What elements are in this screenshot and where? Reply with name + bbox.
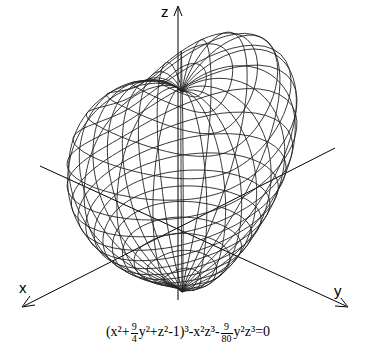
- equation-part: y²z³=0: [234, 324, 271, 339]
- equation-part: 4: [131, 334, 138, 345]
- heart-wireframe: [67, 32, 297, 292]
- meridian-line: [182, 91, 242, 292]
- meridian-line: [84, 85, 182, 292]
- equation-part: 80: [221, 334, 233, 345]
- y-arrowhead: [335, 297, 348, 307]
- equation-part: 9: [221, 322, 233, 334]
- meridian-line: [182, 49, 296, 292]
- meridian-line: [182, 90, 257, 292]
- equation-part: (x²+: [106, 324, 130, 339]
- z-arrowhead: [174, 6, 182, 16]
- meridian-line: [182, 40, 211, 292]
- equation-part: y²+z²-1)³-x²z³-: [139, 324, 220, 339]
- equation-part: 9: [131, 322, 138, 334]
- fraction: 94: [131, 322, 138, 344]
- axes: [22, 6, 348, 307]
- meridian-line: [93, 80, 182, 292]
- latitude-line: [86, 153, 278, 261]
- meridian-line: [117, 87, 182, 292]
- meridian-line: [157, 62, 182, 292]
- x-arrowhead: [22, 296, 35, 307]
- fraction: 980: [221, 322, 233, 344]
- axis-label: x: [18, 280, 28, 295]
- meridian-line: [122, 78, 182, 292]
- meridian-line: [107, 80, 182, 292]
- axis-label: y: [333, 283, 343, 298]
- meridian-line: [69, 81, 182, 292]
- meridian-line: [182, 35, 280, 292]
- equation: (x²+94y²+z²-1)³-x²z³-980y²z³=0: [0, 322, 376, 344]
- meridian-line: [68, 83, 182, 292]
- meridian-line: [182, 32, 247, 292]
- meridian-line: [182, 90, 183, 292]
- meridian-line: [138, 72, 182, 292]
- axis-label: z: [160, 4, 170, 19]
